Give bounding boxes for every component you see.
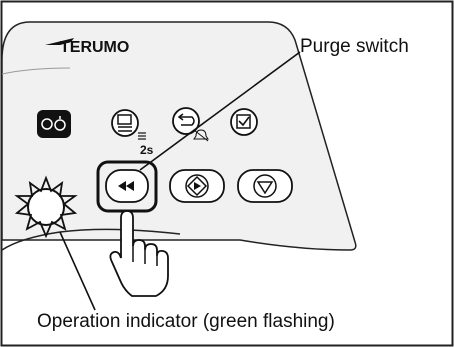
menu-hold-icon: 2s <box>138 132 154 157</box>
alarm-silence-icon <box>193 129 209 142</box>
purge-rewind-icon <box>118 181 134 191</box>
indicator-callout-line <box>59 231 96 311</box>
terumo-logo: TERUMO <box>45 38 129 56</box>
start-icon <box>186 175 208 197</box>
purge-callout-line <box>139 51 301 171</box>
stop-button[interactable] <box>237 169 293 203</box>
logo-text: TERUMO <box>60 39 129 56</box>
purge-switch-button[interactable] <box>96 160 158 213</box>
menu-hold-label: 2s <box>140 143 154 157</box>
checkbox-confirm-icon <box>236 114 251 129</box>
menu-button[interactable]: 2s <box>111 109 154 157</box>
sun-burst-indicator-icon <box>14 175 78 239</box>
device-body-curve <box>1 228 181 251</box>
confirm-button[interactable] <box>230 108 258 136</box>
start-button[interactable] <box>169 169 225 203</box>
power-indicator-icon <box>37 110 71 138</box>
return-button[interactable] <box>172 107 209 142</box>
stop-icon <box>256 181 274 195</box>
panel-logo-band <box>1 67 71 75</box>
pointing-hand-icon <box>109 210 169 297</box>
purge-switch-callout: Purge switch <box>300 36 409 57</box>
operation-indicator-callout: Operation indicator (green flashing) <box>37 311 335 332</box>
